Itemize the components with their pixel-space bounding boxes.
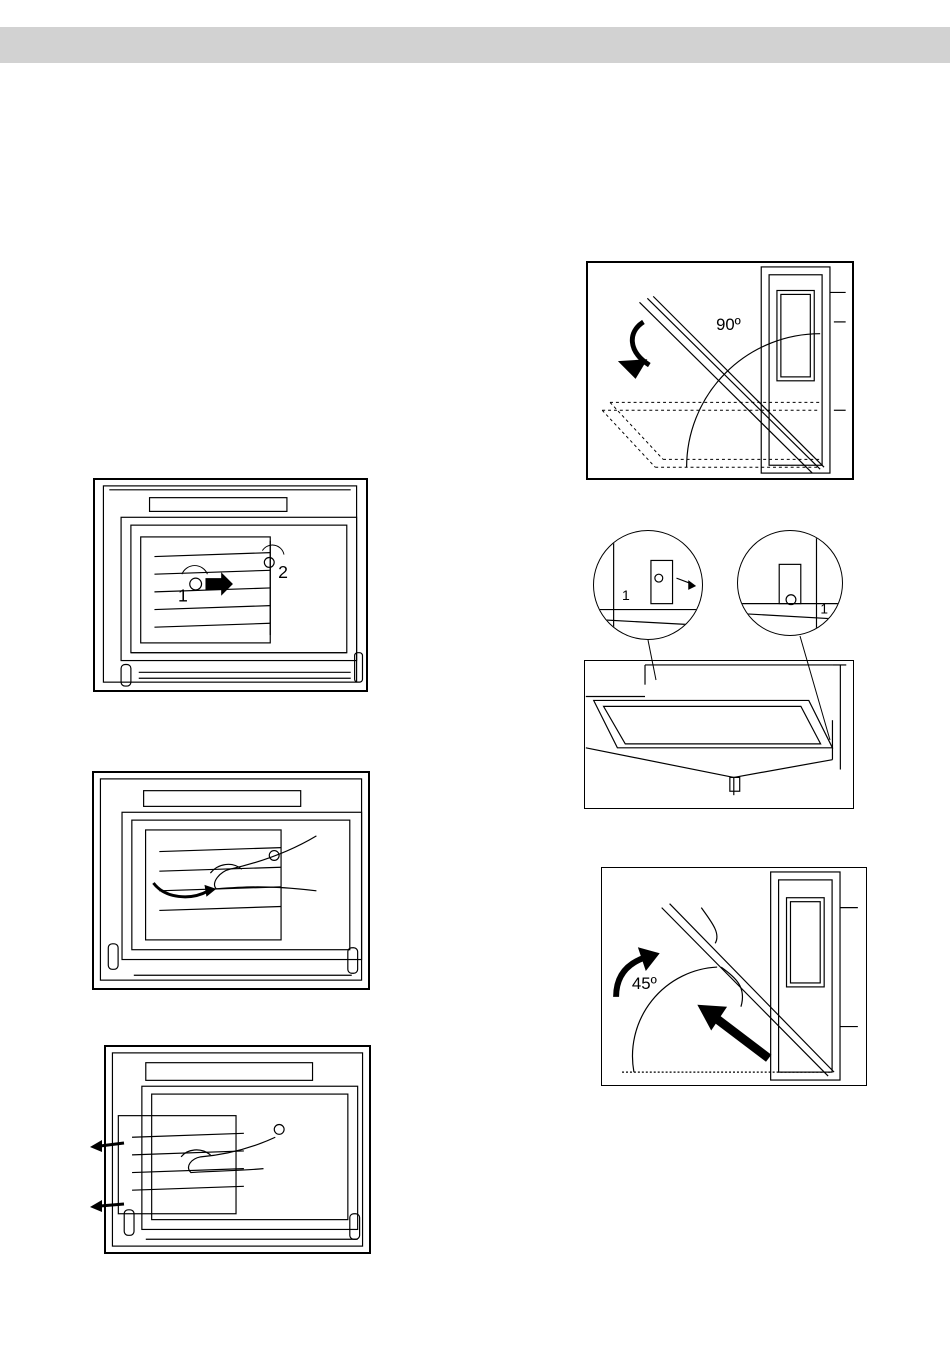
oven-rack-unscrew-figure: 1 2 xyxy=(93,478,368,692)
hinge-detail-left-magnifier xyxy=(593,530,703,640)
oven-hinge-figure xyxy=(584,660,854,809)
oven-rack-remove-figure xyxy=(92,771,370,990)
hinge-right-label: 1 xyxy=(820,601,828,616)
oven-rack-hand-drawing xyxy=(94,773,368,988)
oven-rack-pull-figure xyxy=(104,1045,371,1254)
angle-45-label: 45º xyxy=(632,974,657,993)
header-bar xyxy=(0,27,950,63)
hinge-detail-right-magnifier: 1 xyxy=(737,530,843,636)
angle-90-label: 90º xyxy=(716,315,741,334)
oven-front-drawing: 1 2 xyxy=(95,480,366,690)
oven-door-open-figure: 90º xyxy=(586,261,854,480)
oven-door-hinge-drawing xyxy=(585,661,853,808)
oven-rack-pull-drawing xyxy=(106,1047,369,1252)
step-2-label: 2 xyxy=(278,562,288,582)
step-1-label: 1 xyxy=(178,586,188,606)
hinge-right-drawing: 1 xyxy=(738,531,842,635)
oven-door-close-figure: 45º xyxy=(601,867,867,1086)
oven-door-90-drawing: 90º xyxy=(588,263,852,478)
hinge-left-drawing xyxy=(594,531,702,639)
oven-door-45-drawing: 45º xyxy=(602,868,866,1085)
